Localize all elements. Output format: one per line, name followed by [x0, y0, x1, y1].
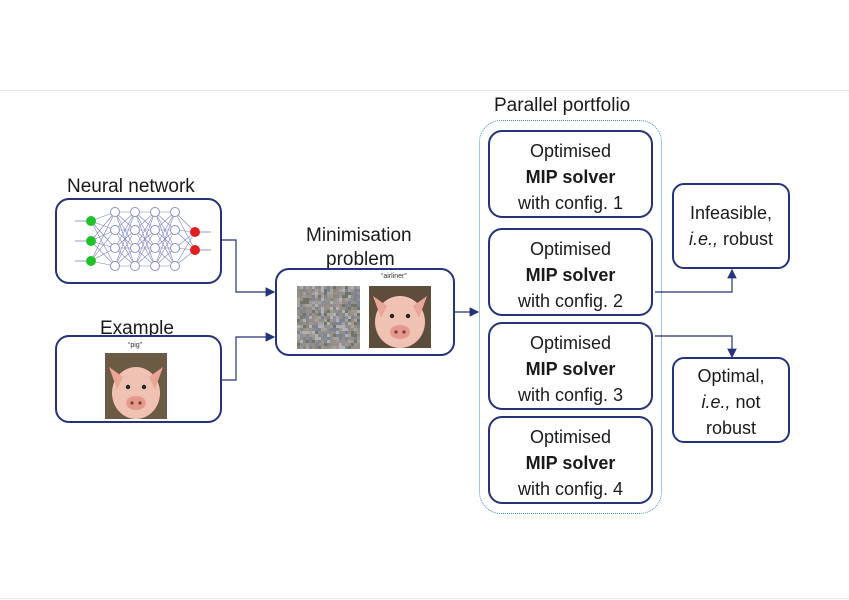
nn-hidden-neuron	[150, 261, 160, 271]
solver-line2: MIP solver	[525, 167, 616, 187]
arrow-example-to-problem	[222, 332, 276, 381]
solver-line1: Optimised	[529, 333, 612, 353]
nn-edge	[134, 211, 156, 267]
solver-line2: MIP solver	[525, 265, 616, 285]
nn-input-neuron	[86, 216, 96, 226]
parallel-portfolio-container	[479, 120, 662, 514]
nn-hidden-neuron	[110, 261, 120, 271]
nn-output-neuron	[190, 227, 200, 237]
minimisation-problem-box: “airliner”	[275, 268, 455, 356]
nn-edge	[114, 229, 136, 267]
optimal-not: not	[730, 392, 761, 412]
optimal-line1: Optimal,	[697, 366, 765, 386]
nn-edge	[90, 211, 116, 242]
solver-line1: Optimised	[529, 239, 612, 259]
solver-line2: MIP solver	[525, 359, 616, 379]
nn-edge	[134, 229, 156, 267]
nn-input-neuron	[86, 236, 96, 246]
nn-edge	[114, 211, 136, 267]
neural-network-icon	[75, 207, 211, 271]
neural-network-title: Neural network	[67, 176, 195, 197]
nn-edge	[90, 220, 116, 249]
nn-edge	[90, 240, 116, 267]
optimal-ie: i.e.,	[701, 392, 731, 412]
nn-hidden-neuron	[150, 243, 160, 253]
airliner-caption: “airliner”	[381, 273, 407, 280]
nn-hidden-neuron	[170, 207, 180, 217]
arrow-to-infeasible	[655, 268, 737, 293]
solver-line3: with config. 4	[517, 479, 624, 499]
example-title: Example	[100, 318, 174, 339]
nn-hidden-neuron	[130, 225, 140, 235]
optimal-line3: robust	[705, 418, 757, 438]
nn-hidden-neuron	[150, 207, 160, 217]
pig-caption: “pig”	[128, 342, 143, 349]
solver-config-1: Optimised MIP solver with config. 1	[488, 130, 653, 218]
solver-line1: Optimised	[529, 427, 612, 447]
airliner-pig-image	[369, 286, 431, 348]
nn-edge	[90, 211, 116, 262]
nn-hidden-neuron	[110, 243, 120, 253]
infeasible-ie: i.e.,	[688, 229, 718, 249]
arrow-to-optimal	[655, 335, 737, 359]
example-box: “pig”	[55, 335, 222, 423]
solver-line3: with config. 1	[517, 193, 624, 213]
nn-edge	[114, 211, 136, 249]
solver-config-4: Optimised MIP solver with config. 4	[488, 416, 653, 504]
nn-input-neuron	[86, 256, 96, 266]
infeasible-line1: Infeasible,	[689, 203, 773, 223]
solver-line3: with config. 2	[517, 291, 624, 311]
minimisation-title-line1: Minimisation	[306, 225, 412, 246]
pig-image	[105, 353, 167, 419]
solver-config-3: Optimised MIP solver with config. 3	[488, 322, 653, 410]
adversarial-images	[297, 286, 431, 349]
solver-line3: with config. 3	[517, 385, 624, 405]
solver-config-2: Optimised MIP solver with config. 2	[488, 228, 653, 316]
arrow-network-to-problem	[222, 239, 276, 297]
parallel-portfolio-title: Parallel portfolio	[494, 95, 631, 116]
nn-output-neuron	[190, 245, 200, 255]
nn-hidden-neuron	[170, 243, 180, 253]
optimal-not-robust-box: Optimal, i.e., not robust	[672, 357, 790, 443]
nn-hidden-neuron	[170, 225, 180, 235]
nn-edge	[174, 231, 196, 267]
neural-network-box	[55, 198, 222, 284]
minimisation-title-line2: problem	[326, 249, 395, 270]
infeasible-robust: robust	[717, 229, 774, 249]
nn-hidden-neuron	[170, 261, 180, 271]
nn-edge	[90, 229, 116, 262]
solver-line1: Optimised	[529, 141, 612, 161]
nn-hidden-neuron	[130, 207, 140, 217]
nn-edge	[154, 211, 176, 249]
infeasible-robust-box: Infeasible, i.e., robust	[672, 183, 790, 269]
nn-hidden-neuron	[110, 207, 120, 217]
nn-hidden-neuron	[130, 261, 140, 271]
nn-hidden-neuron	[110, 225, 120, 235]
nn-edge	[90, 220, 116, 267]
nn-hidden-neuron	[130, 243, 140, 253]
nn-edge	[154, 229, 176, 267]
solver-line2: MIP solver	[525, 453, 616, 473]
nn-hidden-neuron	[150, 225, 160, 235]
top-divider	[0, 90, 849, 91]
nn-edge	[154, 211, 176, 267]
nn-edge	[134, 211, 156, 249]
bottom-divider	[0, 598, 849, 599]
noise-image	[297, 286, 360, 349]
